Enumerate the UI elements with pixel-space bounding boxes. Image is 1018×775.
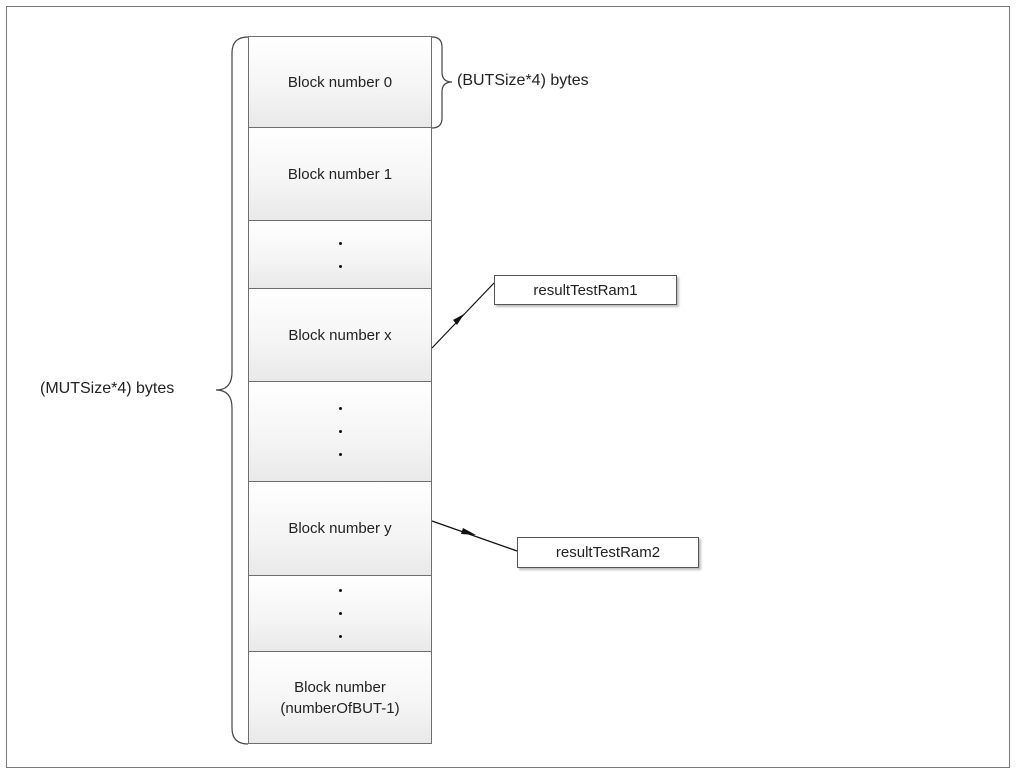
result-test-ram-2-box: resultTestRam2	[517, 537, 699, 568]
ellipsis-dot	[338, 612, 342, 615]
diagram-frame	[6, 6, 1010, 768]
arrowhead-result1	[453, 314, 464, 325]
block-last: Block number (numberOfBUT-1)	[248, 651, 432, 744]
block-last-label: Block number (numberOfBUT-1)	[280, 678, 400, 717]
memory-size-brace	[215, 36, 249, 745]
result-test-ram-1-box: resultTestRam1	[494, 275, 677, 305]
block-1-label: Block number 1	[287, 165, 393, 183]
block-1: Block number 1	[248, 127, 432, 221]
block-x: Block number x	[248, 288, 432, 382]
ellipsis-dot	[338, 430, 342, 433]
arrowhead-result2	[461, 528, 476, 535]
result-test-ram-1-label: resultTestRam1	[533, 281, 638, 299]
ellipsis-block-3	[248, 575, 432, 652]
ellipsis-dot	[338, 264, 342, 268]
memory-size-label: (MUTSize*4) bytes	[40, 380, 175, 397]
ellipsis-dot	[338, 453, 342, 456]
block-size-label: (BUTSize*4) bytes	[457, 72, 589, 89]
arrow-to-result2	[431, 520, 518, 552]
ellipsis-block-2	[248, 381, 432, 482]
result-test-ram-2-label: resultTestRam2	[555, 544, 661, 561]
ellipsis-dot	[338, 407, 342, 410]
block-x-label: Block number x	[288, 326, 392, 344]
ellipsis-dot	[338, 589, 342, 592]
block-y: Block number y	[248, 481, 432, 576]
block-y-label: Block number y	[288, 520, 392, 537]
block-0-label: Block number 0	[287, 73, 393, 91]
block-size-brace	[431, 36, 453, 129]
ellipsis-dot	[338, 241, 342, 245]
ellipsis-dot	[338, 635, 342, 638]
ellipsis-block-1	[248, 220, 432, 289]
